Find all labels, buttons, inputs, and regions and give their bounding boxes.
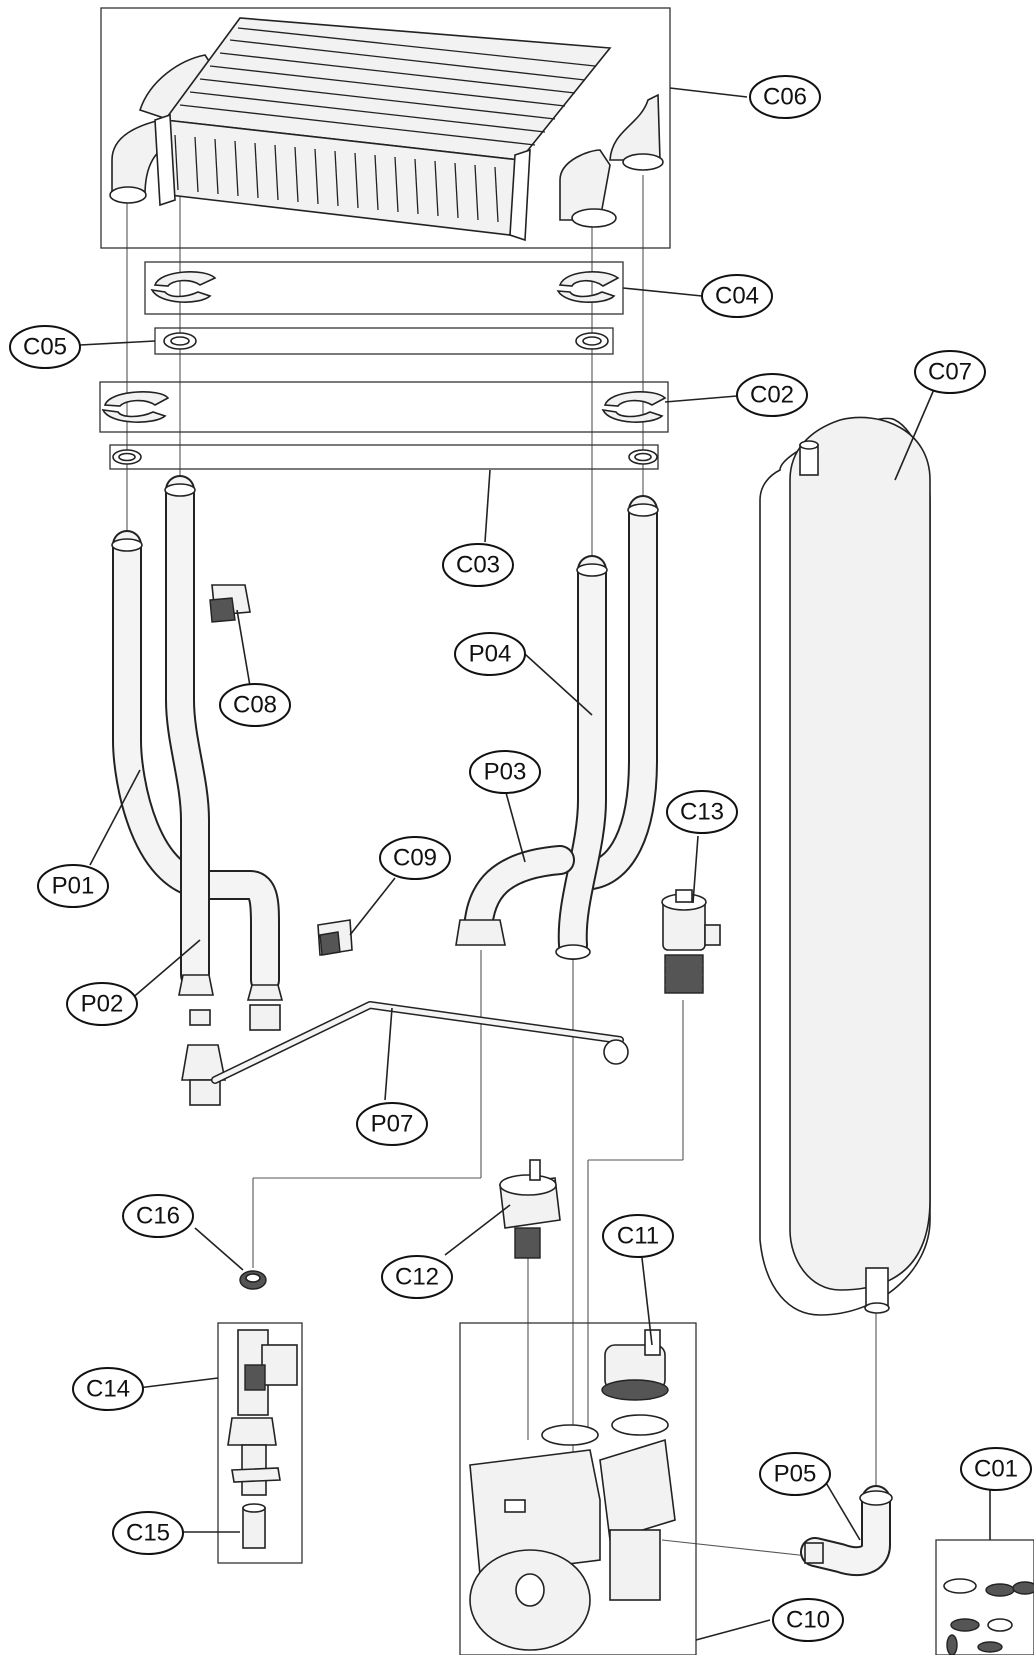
- sensor-c08: [209, 584, 251, 623]
- label-c08: C08: [233, 692, 277, 719]
- label-c06: C06: [763, 84, 807, 111]
- label-c11: C11: [617, 1223, 659, 1250]
- callout-c02: C02: [736, 373, 808, 417]
- callout-c16: C16: [122, 1194, 194, 1238]
- label-c10: C10: [786, 1607, 830, 1634]
- label-c13: C13: [680, 799, 724, 826]
- callout-p02: P02: [66, 982, 138, 1026]
- clips-c02: [99, 381, 669, 433]
- pump-c10: [459, 1322, 697, 1655]
- valve-c13: [661, 889, 721, 994]
- callout-p05: P05: [759, 1452, 831, 1496]
- heat-exchanger-fins: [174, 27, 596, 223]
- callout-c05: C05: [9, 325, 81, 369]
- callout-p03: P03: [469, 750, 541, 794]
- callout-c06: C06: [749, 75, 821, 119]
- callout-c14: C14: [72, 1367, 144, 1411]
- label-c12: C12: [395, 1264, 439, 1291]
- tube-p07: [211, 1001, 629, 1084]
- label-c04: C04: [715, 283, 759, 310]
- callout-c03: C03: [442, 543, 514, 587]
- label-c02: C02: [750, 382, 794, 409]
- gasket-kit-c01: [935, 1539, 1034, 1655]
- pipe-p02: [164, 475, 226, 1106]
- callout-c07: C07: [914, 350, 986, 394]
- callout-p07: P07: [356, 1102, 428, 1146]
- callout-p04: P04: [454, 632, 526, 676]
- callout-c09: C09: [379, 836, 451, 880]
- callout-c15: C15: [112, 1511, 184, 1555]
- callout-c12: C12: [381, 1255, 453, 1299]
- label-p07: P07: [371, 1111, 414, 1138]
- callout-c13: C13: [666, 790, 738, 834]
- pipe-p03: [455, 845, 575, 946]
- heat-exchanger-frame: [100, 7, 671, 249]
- flow-sensor-c14: [217, 1322, 303, 1564]
- label-c14: C14: [86, 1376, 130, 1403]
- label-c03: C03: [456, 552, 500, 579]
- pressure-sensor-c12: [499, 1159, 561, 1259]
- leader-lines: [79, 87, 991, 1641]
- label-p02: P02: [81, 991, 124, 1018]
- clips-c04: [144, 261, 624, 315]
- elbow-p05: [800, 1485, 893, 1577]
- label-c07: C07: [928, 359, 972, 386]
- callout-c11: C11: [602, 1214, 674, 1258]
- callout-p01: P01: [37, 864, 109, 908]
- gaskets-c03: [109, 444, 659, 470]
- label-c05: C05: [23, 334, 67, 361]
- callout-c01: C01: [960, 1447, 1032, 1491]
- heat-exchanger: [100, 7, 671, 249]
- label-c15: C15: [126, 1520, 170, 1547]
- air-vent-c11: [601, 1329, 669, 1401]
- label-c16: C16: [136, 1203, 180, 1230]
- label-c09: C09: [393, 845, 437, 872]
- callout-c04: C04: [701, 274, 773, 318]
- callout-c08: C08: [219, 683, 291, 727]
- label-p01: P01: [52, 873, 95, 900]
- label-p05: P05: [774, 1461, 817, 1488]
- label-c01: C01: [974, 1456, 1018, 1483]
- pipe-p04: [555, 495, 659, 960]
- label-p03: P03: [484, 759, 527, 786]
- expansion-vessel-c07: [759, 416, 931, 1316]
- clip-c09: [317, 919, 353, 956]
- gaskets-c05: [154, 327, 614, 355]
- label-p04: P04: [469, 641, 512, 668]
- gasket-c16: [239, 1270, 267, 1290]
- callout-c10: C10: [772, 1598, 844, 1642]
